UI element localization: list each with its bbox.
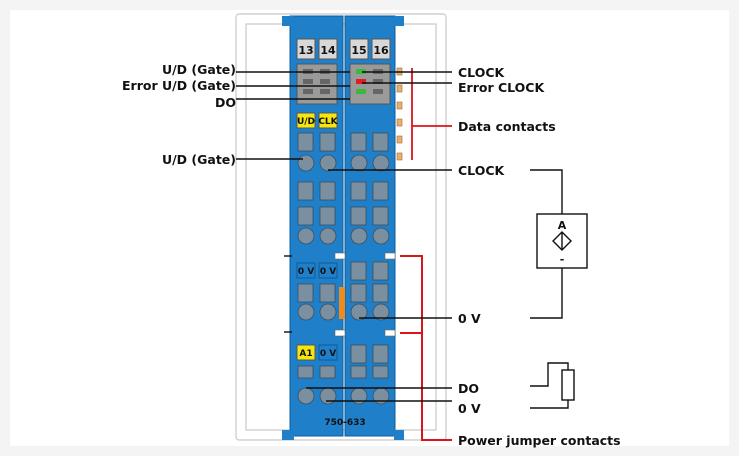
- right-leader-lines: [306, 71, 452, 402]
- terminal-number-plates: 13 14 15 16: [296, 38, 391, 60]
- tag-row-top: U/D CLK: [296, 112, 339, 129]
- label-clock-mid: CLOCK: [458, 163, 505, 178]
- tag-row-bottom: A1 0 V: [296, 344, 338, 361]
- left-edge-ticks: [284, 255, 292, 333]
- load-resistor-symbol: [530, 362, 575, 409]
- label-zero-v-mid: 0 V: [458, 311, 481, 326]
- tag-row-middle: 0 V 0 V: [296, 262, 338, 279]
- clock-led: [356, 69, 366, 74]
- label-error-clock: Error CLOCK: [458, 80, 545, 95]
- label-error-ud-gate: Error U/D (Gate): [122, 78, 236, 93]
- label-do-top: DO: [215, 95, 236, 110]
- terminal-number-14: 14: [320, 44, 336, 57]
- module-id: 750-633: [324, 418, 365, 428]
- tag-zero-v-b: 0 V: [320, 267, 336, 277]
- do-led: [356, 89, 366, 94]
- tag-a1: A1: [299, 349, 312, 359]
- resistor-icon: [561, 369, 575, 401]
- power-jumper-bracket: [400, 255, 452, 441]
- error-clock-led: [356, 79, 366, 84]
- tag-clk: CLK: [318, 117, 338, 127]
- label-power-jumper-contacts: Power jumper contacts: [458, 433, 621, 448]
- terminal-number-15: 15: [351, 44, 366, 57]
- sensor-letter: A: [558, 219, 567, 232]
- label-ud-gate-mid: U/D (Gate): [162, 152, 236, 167]
- sensor-symbol: A -: [530, 169, 588, 319]
- label-do-bottom: DO: [458, 381, 479, 396]
- tag-zero-v-a: 0 V: [298, 267, 314, 277]
- power-jumper-orange: [339, 287, 345, 319]
- label-ud-gate-top: U/D (Gate): [162, 62, 236, 77]
- module-separators: [334, 252, 396, 337]
- label-clock-top: CLOCK: [458, 65, 505, 80]
- sensor-minus: -: [560, 253, 565, 266]
- tag-ud: U/D: [297, 117, 315, 127]
- terminal-number-16: 16: [373, 44, 389, 57]
- data-contact-pins: [396, 67, 403, 161]
- label-zero-v-bottom: 0 V: [458, 401, 481, 416]
- terminal-clamps: [297, 132, 390, 405]
- led-window-right: [349, 63, 391, 105]
- left-leader-lines: [236, 71, 350, 160]
- tag-zero-v-c: 0 V: [320, 349, 336, 359]
- terminal-number-13: 13: [298, 44, 313, 57]
- led-window-left: [296, 63, 338, 105]
- label-data-contacts: Data contacts: [458, 119, 556, 134]
